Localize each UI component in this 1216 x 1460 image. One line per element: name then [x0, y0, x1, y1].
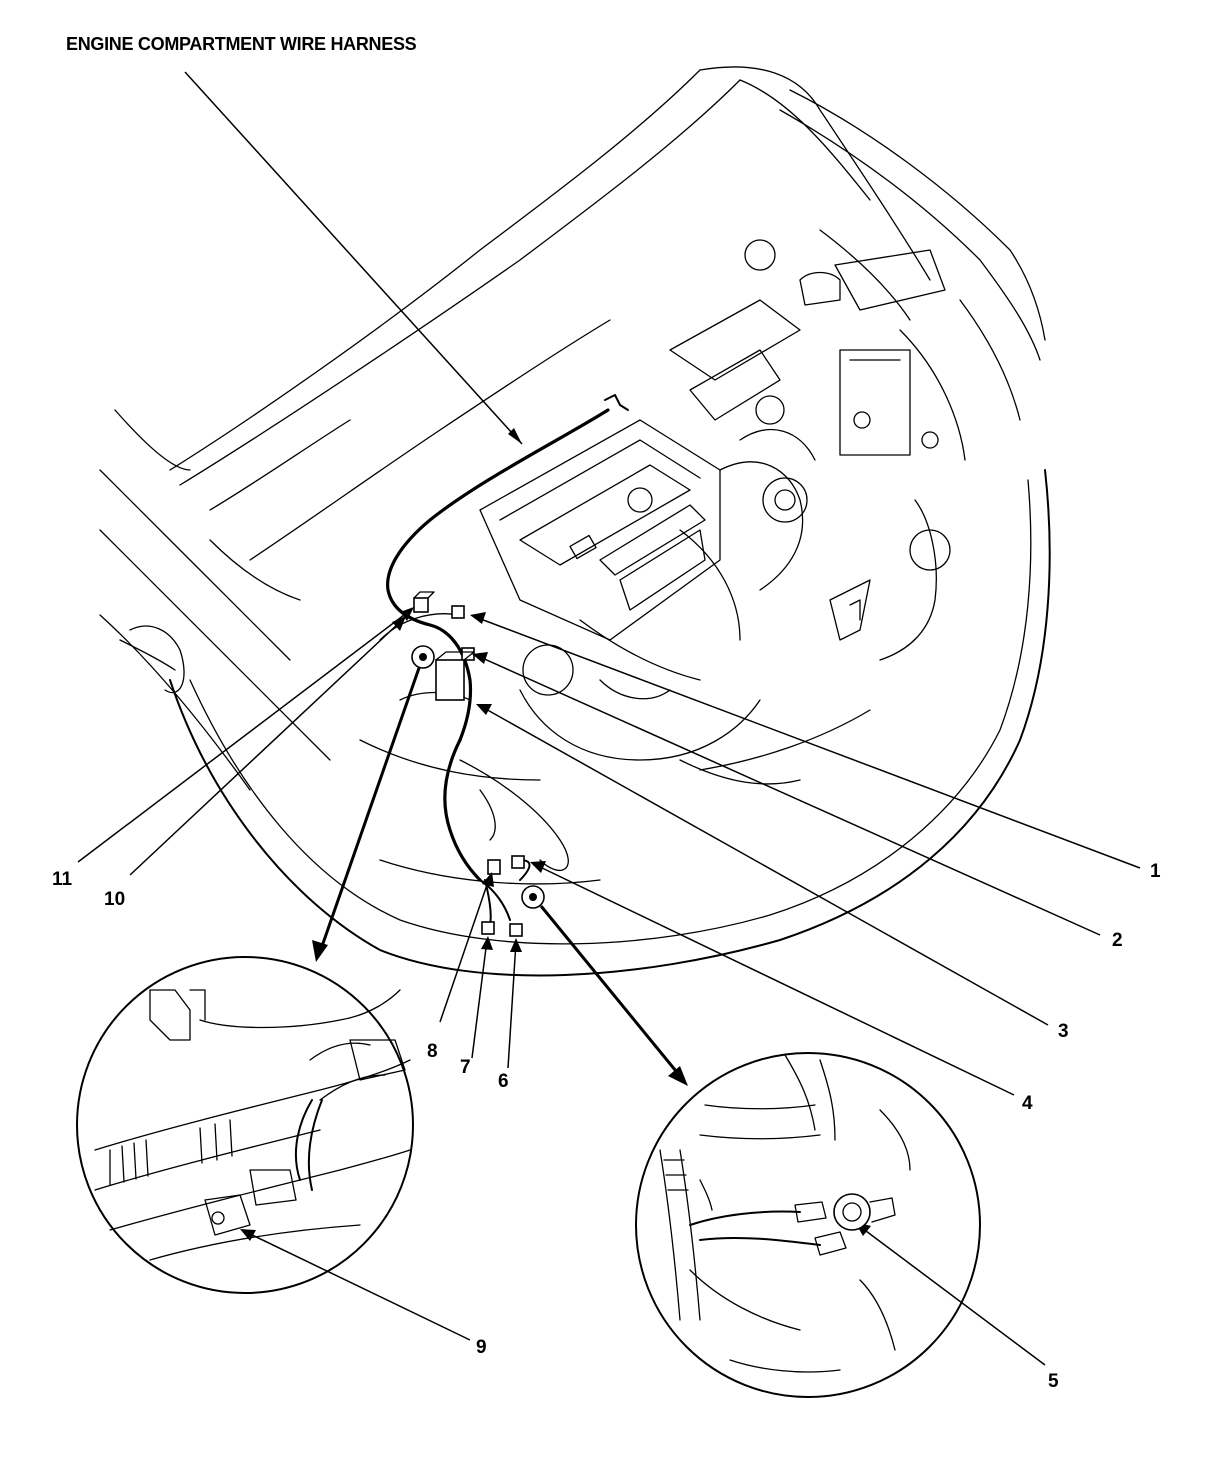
callout-4: 4 [1022, 1093, 1033, 1114]
lower-components [379, 529, 871, 785]
callout-3: 3 [1058, 1021, 1069, 1042]
callout-10: 10 [104, 889, 126, 910]
battery-and-box [669, 239, 951, 571]
ground-bolt-lower [521, 885, 545, 909]
leader-lines [77, 71, 1141, 1366]
hood-outline [114, 66, 931, 486]
body-outline [99, 89, 1051, 977]
detail-circle-left [76, 956, 414, 1294]
wire-harness [386, 394, 629, 926]
detail-circle-right [635, 1052, 981, 1398]
connectors [413, 591, 525, 937]
engine-block [479, 395, 816, 641]
callout-11: 11 [52, 869, 73, 890]
ground-bolt-upper [411, 645, 435, 669]
callout-2: 2 [1112, 930, 1123, 951]
callout-7: 7 [460, 1057, 471, 1078]
callout-9: 9 [476, 1337, 487, 1358]
callout-1: 1 [1150, 861, 1161, 882]
diagram-title: ENGINE COMPARTMENT WIRE HARNESS [66, 34, 417, 54]
callout-8: 8 [427, 1041, 438, 1062]
callout-5: 5 [1048, 1371, 1059, 1392]
callout-6: 6 [498, 1071, 509, 1092]
